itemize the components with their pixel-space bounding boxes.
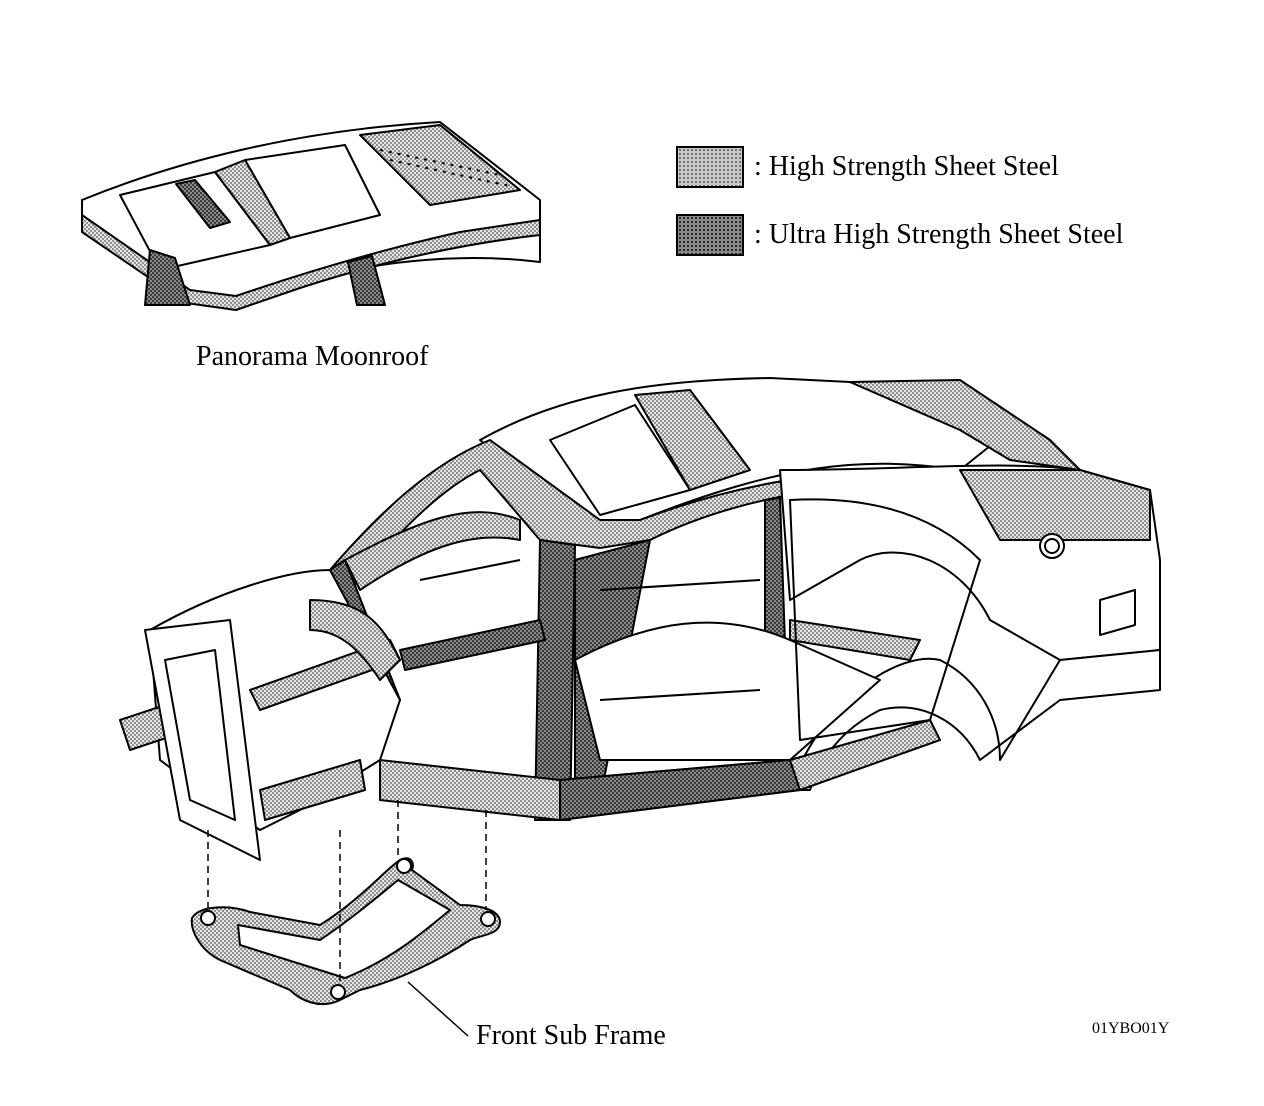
tail-lamp-recess xyxy=(1099,589,1136,636)
moonroof-inset xyxy=(81,121,541,311)
dash-crossmember xyxy=(399,619,546,671)
sub-frame-mount-front-right xyxy=(330,984,346,1000)
radiator-support xyxy=(144,619,261,861)
moonroof-front-brace xyxy=(175,179,231,229)
legend-label-high-strength: : High Strength Sheet Steel xyxy=(754,151,1059,182)
legend-item-ultra-high-strength: : Ultra High Strength Sheet Steel xyxy=(676,214,1123,256)
rocker-ultra xyxy=(559,759,801,821)
figure-code: 01YBO01Y xyxy=(1092,1020,1170,1037)
moonroof-side-rail xyxy=(81,214,541,311)
moonroof-a-pillar xyxy=(144,249,191,306)
label-front-sub-frame: Front Sub Frame xyxy=(476,1020,666,1051)
rear-quarter-upper xyxy=(959,469,1151,541)
rear-door-opening xyxy=(789,498,981,741)
front-apron-member xyxy=(309,599,401,681)
legend-swatch-ultra-high-strength xyxy=(676,214,744,256)
car-body-main xyxy=(119,377,1161,861)
b-pillar xyxy=(534,539,576,821)
sub-frame-mount-rear-right xyxy=(480,911,496,927)
rear-floor-crossmember xyxy=(789,619,921,661)
front-lower-member xyxy=(259,759,366,821)
moonroof-center-bow xyxy=(214,159,291,246)
windshield-header xyxy=(344,511,521,591)
moonroof-rear-bow xyxy=(359,124,521,206)
legend-label-ultra-high-strength: : Ultra High Strength Sheet Steel xyxy=(754,219,1124,250)
mount-guide-lines xyxy=(207,800,487,985)
sub-frame-mount-rear-left xyxy=(396,858,412,874)
legend-item-high-strength: : High Strength Sheet Steel xyxy=(676,146,1059,188)
sub-frame-opening xyxy=(237,879,451,979)
legend-swatch-high-strength xyxy=(676,146,744,188)
sub-frame-leader-line xyxy=(407,981,469,1037)
moonroof-b-pillar xyxy=(347,255,386,306)
rear-deck xyxy=(849,379,1081,471)
main-moonroof-frame xyxy=(634,389,751,491)
front-sub-frame xyxy=(190,857,501,1006)
rear-wheel-arch xyxy=(789,649,1161,791)
sub-frame-mount-front-left xyxy=(200,910,216,926)
label-panorama-moonroof: Panorama Moonroof xyxy=(196,341,429,372)
